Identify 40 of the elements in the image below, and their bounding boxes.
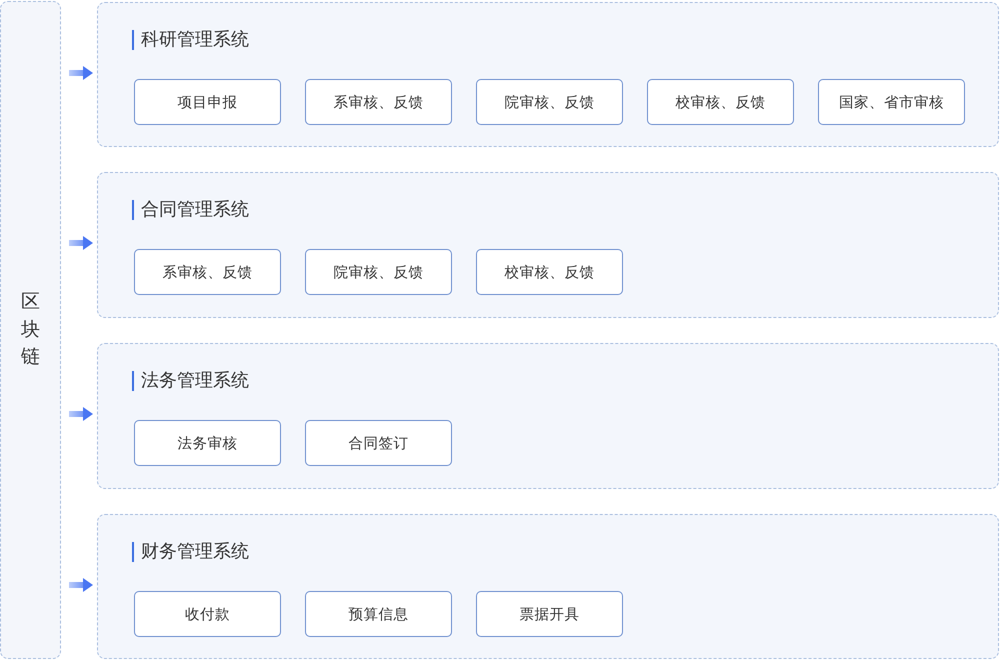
- arrow: [69, 66, 93, 80]
- step-label: 校审核、反馈: [676, 94, 766, 112]
- step-box: [476, 591, 623, 637]
- step-label: 收付款: [185, 606, 230, 624]
- step-box: [305, 249, 452, 295]
- side-panel: [0, 1, 61, 659]
- step-label: 院审核、反馈: [504, 94, 594, 112]
- step-label: 系审核、反馈: [334, 94, 424, 112]
- step-label: 法务审核: [178, 434, 238, 452]
- step-box: [134, 249, 281, 295]
- system-panel: [97, 2, 999, 147]
- step-box: [305, 591, 452, 637]
- step-box: [818, 79, 965, 125]
- side-title: 区块链: [21, 290, 40, 370]
- panel-heading: 科研管理系统: [132, 30, 249, 50]
- arrow: [69, 236, 93, 250]
- step-box: [476, 249, 623, 295]
- panel-heading: 财务管理系统: [132, 542, 249, 562]
- step-box: [305, 79, 452, 125]
- system-panel: [97, 514, 999, 659]
- arrow: [69, 407, 93, 421]
- arrow: [69, 578, 93, 592]
- panel-heading: 法务管理系统: [132, 371, 249, 391]
- step-box: [476, 79, 623, 125]
- step-box: [134, 420, 281, 466]
- step-label: 校审核、反馈: [504, 264, 594, 282]
- step-box: [305, 420, 452, 466]
- panel-heading: 合同管理系统: [132, 200, 249, 220]
- step-label: 院审核、反馈: [334, 264, 424, 282]
- step-box: [134, 79, 281, 125]
- step-label: 系审核、反馈: [162, 264, 252, 282]
- step-label: 票据开具: [520, 606, 580, 624]
- step-label: 国家、省市审核: [839, 94, 944, 112]
- step-label: 项目申报: [178, 94, 238, 112]
- system-panel: [97, 343, 999, 489]
- step-box: [134, 591, 281, 637]
- step-label: 合同签订: [348, 434, 408, 452]
- system-panel: [97, 172, 999, 318]
- step-box: [647, 79, 794, 125]
- step-label: 预算信息: [348, 606, 408, 624]
